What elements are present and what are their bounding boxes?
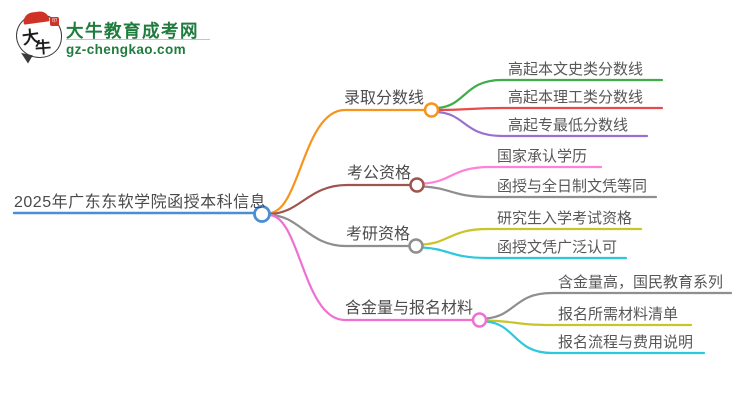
branch-line-postgraduate <box>267 213 411 248</box>
subtopic-label-equal-diploma[interactable]: 函授与全日制文凭等同 <box>497 178 648 195</box>
subline-process-fees <box>484 320 706 355</box>
subline-high-value <box>484 291 733 320</box>
branch-label-postgraduate[interactable]: 考研资格 <box>346 226 411 243</box>
logo-speech-bubble-icon: 大 牛 印 <box>16 10 62 58</box>
branch-toggle-admission-scores[interactable] <box>423 102 440 118</box>
logo-red-seal-icon: 印 <box>50 17 59 26</box>
site-logo: 大 牛 印 大牛教育成考网 gz-chengkao.com <box>14 10 214 65</box>
branch-label-admission-scores[interactable]: 录取分数线 <box>344 90 425 107</box>
subtopic-label-process-fees[interactable]: 报名流程与费用说明 <box>558 334 694 351</box>
subtopic-label-high-value[interactable]: 含金量高，国民教育系列 <box>558 274 724 291</box>
subline-wenshi-score <box>436 78 664 110</box>
subline-exam-eligibility <box>421 227 643 246</box>
branch-toggle-civil-service[interactable] <box>409 177 425 193</box>
branch-toggle-postgraduate[interactable] <box>408 238 424 254</box>
branch-toggle-value-materials[interactable] <box>471 312 488 328</box>
subtopic-label-ligong-score[interactable]: 高起本理工类分数线 <box>508 89 644 106</box>
subtopic-label-exam-eligibility[interactable]: 研究生入学考试资格 <box>497 210 633 227</box>
branch-line-civil-service <box>267 183 412 216</box>
subtopic-label-wenshi-score[interactable]: 高起本文史类分数线 <box>508 61 644 78</box>
subline-ligong-score <box>436 106 664 112</box>
subtopic-label-state-recognized[interactable]: 国家承认学历 <box>497 148 588 165</box>
subline-materials-list <box>484 319 693 327</box>
subtopic-label-widely-accepted[interactable]: 函授文凭广泛认可 <box>497 239 618 256</box>
logo-divider <box>66 39 210 40</box>
branch-label-civil-service[interactable]: 考公资格 <box>347 165 412 182</box>
subline-state-recognized <box>422 165 603 185</box>
root-topic-label[interactable]: 2025年广东东软学院函授本科信息 <box>14 194 267 211</box>
logo-site-title: 大牛教育成考网 <box>66 21 199 41</box>
root-node-toggle[interactable] <box>253 205 271 223</box>
logo-site-domain: gz-chengkao.com <box>66 42 187 57</box>
branch-label-value-materials[interactable]: 含金量与报名材料 <box>345 300 474 317</box>
logo-char-niu: 牛 <box>34 37 52 58</box>
subtopic-label-gaoqizhuan-score[interactable]: 高起专最低分数线 <box>508 117 629 134</box>
subline-widely-accepted <box>421 246 628 260</box>
subline-equal-diploma <box>422 185 658 199</box>
branch-line-admission-scores <box>267 108 427 215</box>
subline-gaoqizhuan-score <box>436 110 649 138</box>
branch-line-value-materials <box>267 213 475 322</box>
subtopic-label-materials-list[interactable]: 报名所需材料清单 <box>558 306 679 323</box>
